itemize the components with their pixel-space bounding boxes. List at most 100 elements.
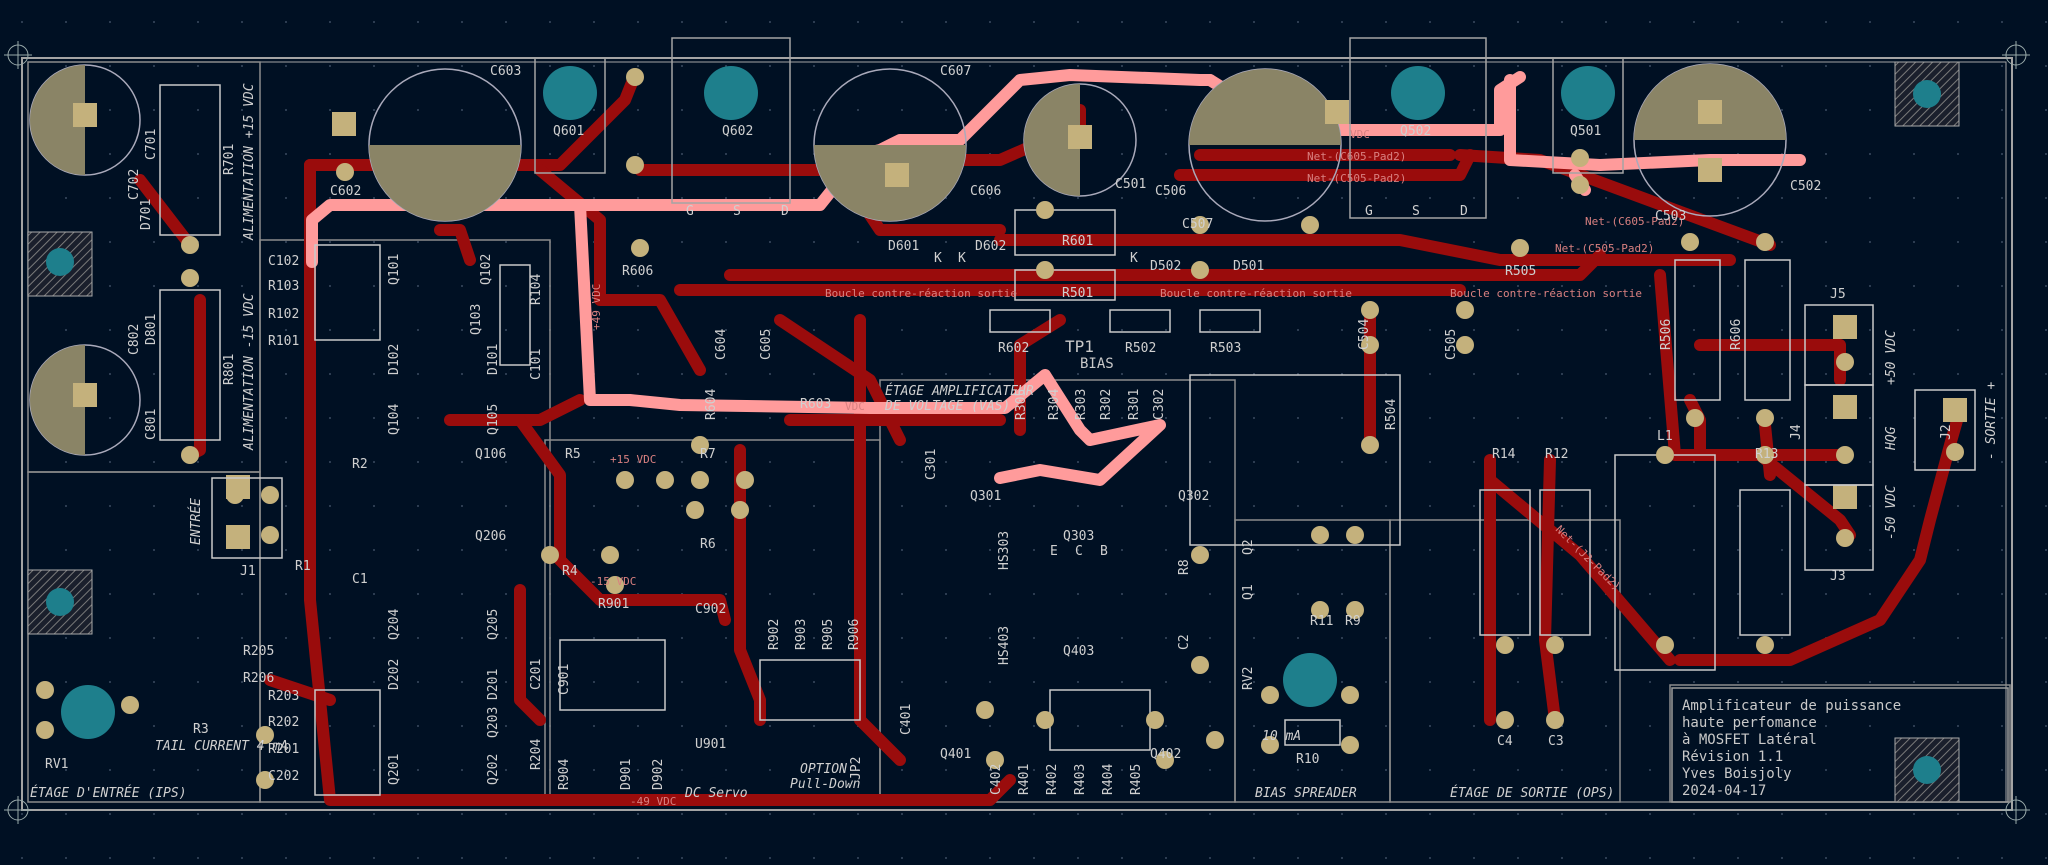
ref-q2: Q2 xyxy=(1241,539,1256,555)
ref-j3: J3 xyxy=(1830,569,1846,584)
ref-r301: R301 xyxy=(1127,389,1142,420)
ref-r902: R902 xyxy=(767,619,782,650)
ref-r202: R202 xyxy=(268,715,299,730)
ref-q601: Q601 xyxy=(553,124,584,139)
ref-r403: R403 xyxy=(1073,764,1088,795)
ref-r502: R502 xyxy=(1125,341,1156,356)
ref-r104: R104 xyxy=(529,274,544,305)
ref-c506: C506 xyxy=(1155,184,1186,199)
ref-q102: Q102 xyxy=(479,254,494,285)
net-label-c605-c: Net-(C605-Pad2) xyxy=(1585,215,1684,228)
ref-r904: R904 xyxy=(557,759,572,790)
ref-d601: D601 xyxy=(888,239,919,254)
ref-d202: D202 xyxy=(387,659,402,690)
pin-letters: G S D G S D E C B K K K xyxy=(686,204,1468,559)
ref-q403: Q403 xyxy=(1063,644,1094,659)
section-labels: ÉTAGE D'ENTRÉE (IPS) ÉTAGE AMPLIFICATEUR… xyxy=(30,83,1999,808)
ref-c602: C602 xyxy=(330,184,361,199)
connector-blocks xyxy=(211,304,1976,571)
pin-e-1: E xyxy=(1050,544,1058,559)
label-n49vdc: -49 VDC xyxy=(630,795,676,808)
capacitor-c701 xyxy=(29,64,141,176)
label-dc-servo: DC Servo xyxy=(684,786,748,801)
ref-c701: C701 xyxy=(144,129,159,160)
ref-c1: C1 xyxy=(352,572,368,587)
ref-c607: C607 xyxy=(940,64,971,79)
pin-s-2: S xyxy=(1412,204,1420,219)
ref-j5: J5 xyxy=(1830,287,1846,302)
ref-c2: C2 xyxy=(1177,634,1192,650)
ref-c802: C802 xyxy=(127,324,142,355)
ref-r604: R604 xyxy=(704,389,719,420)
ref-q101: Q101 xyxy=(387,254,402,285)
label-n50vdc: -50 VDC xyxy=(1884,485,1899,540)
label-vas-1: ÉTAGE AMPLIFICATEUR xyxy=(885,383,1034,399)
ref-q602: Q602 xyxy=(722,124,753,139)
ref-r103: R103 xyxy=(268,279,299,294)
label-alim-neg: ALIMENTATION -15 VDC xyxy=(242,293,257,451)
pin-g-2: G xyxy=(1365,204,1373,219)
ref-r7: R7 xyxy=(700,447,716,462)
ref-hs403: HS403 xyxy=(997,626,1012,665)
ref-c606: C606 xyxy=(970,184,1001,199)
pin-b-1: B xyxy=(1100,544,1108,559)
ref-c507: C507 xyxy=(1182,217,1213,232)
ref-j2: J2 xyxy=(1939,424,1954,440)
ref-r101: R101 xyxy=(268,334,299,349)
capacitor-c501 xyxy=(1023,83,1137,197)
label-vdc-2: VDC xyxy=(845,400,865,413)
ref-rv1: RV1 xyxy=(45,757,68,772)
label-alim-pos: ALIMENTATION +15 VDC xyxy=(242,83,257,241)
ref-r304: R304 xyxy=(1047,389,1062,420)
net-label-boucle-1: Boucle contre-réaction sortie xyxy=(825,287,1017,300)
net-label-boucle-2: Boucle contre-réaction sortie xyxy=(1160,287,1352,300)
title-line-1: Amplificateur de puissance xyxy=(1682,698,1901,714)
ref-d501: D501 xyxy=(1233,259,1264,274)
ref-r404: R404 xyxy=(1101,764,1116,795)
ref-q1: Q1 xyxy=(1241,584,1256,600)
ref-q303: Q303 xyxy=(1063,529,1094,544)
ref-d902: D902 xyxy=(651,759,666,790)
ref-r13: R13 xyxy=(1755,447,1778,462)
ref-d201: D201 xyxy=(486,669,501,700)
ref-r901: R901 xyxy=(598,597,629,612)
ref-c201: C201 xyxy=(529,659,544,690)
ref-c402: C402 xyxy=(989,764,1004,795)
label-option: OPTION xyxy=(800,762,847,777)
ref-jp2: JP2 xyxy=(849,757,864,780)
ref-d701: D701 xyxy=(139,199,154,230)
label-15vdc: +15 VDC xyxy=(610,453,656,466)
ref-d102: D102 xyxy=(387,344,402,375)
ref-q103: Q103 xyxy=(469,304,484,335)
ref-r9: R9 xyxy=(1345,614,1361,629)
ref-l1: L1 xyxy=(1657,429,1673,444)
ref-c901: C901 xyxy=(557,664,572,695)
resistor-outlines xyxy=(159,84,1791,796)
net-label-c605-a: Net-(C605-Pad2) xyxy=(1307,150,1406,163)
capacitor-c506 xyxy=(1188,68,1342,222)
ref-q106: Q106 xyxy=(475,447,506,462)
ref-q104: Q104 xyxy=(387,404,402,435)
ref-c505: C505 xyxy=(1444,329,1459,360)
ref-r405: R405 xyxy=(1129,764,1144,795)
ref-r801: R801 xyxy=(222,354,237,385)
label-49vdc: +49 VDC xyxy=(590,284,603,330)
ref-d801: D801 xyxy=(144,314,159,345)
net-label-boucle-3: Boucle contre-réaction sortie xyxy=(1450,287,1642,300)
ref-q206: Q206 xyxy=(475,529,506,544)
ref-d901: D901 xyxy=(619,759,634,790)
mounting-holes xyxy=(27,61,1960,803)
net-label-c505: Net-(C505-Pad2) xyxy=(1555,242,1654,255)
title-line-5: Yves Boisjoly xyxy=(1682,766,1792,782)
label-vdc: VDC xyxy=(1350,128,1370,141)
ref-r401: R401 xyxy=(1017,764,1032,795)
ref-c604: C604 xyxy=(714,329,729,360)
ref-c501: C501 xyxy=(1115,177,1146,192)
ref-q202: Q202 xyxy=(486,754,501,785)
ref-r10: R10 xyxy=(1296,752,1319,767)
pin-g-1: G xyxy=(686,204,694,219)
pin-k-2: K xyxy=(958,251,966,266)
label-pulldown: Pull-Down xyxy=(790,777,860,792)
ref-r402: R402 xyxy=(1045,764,1060,795)
